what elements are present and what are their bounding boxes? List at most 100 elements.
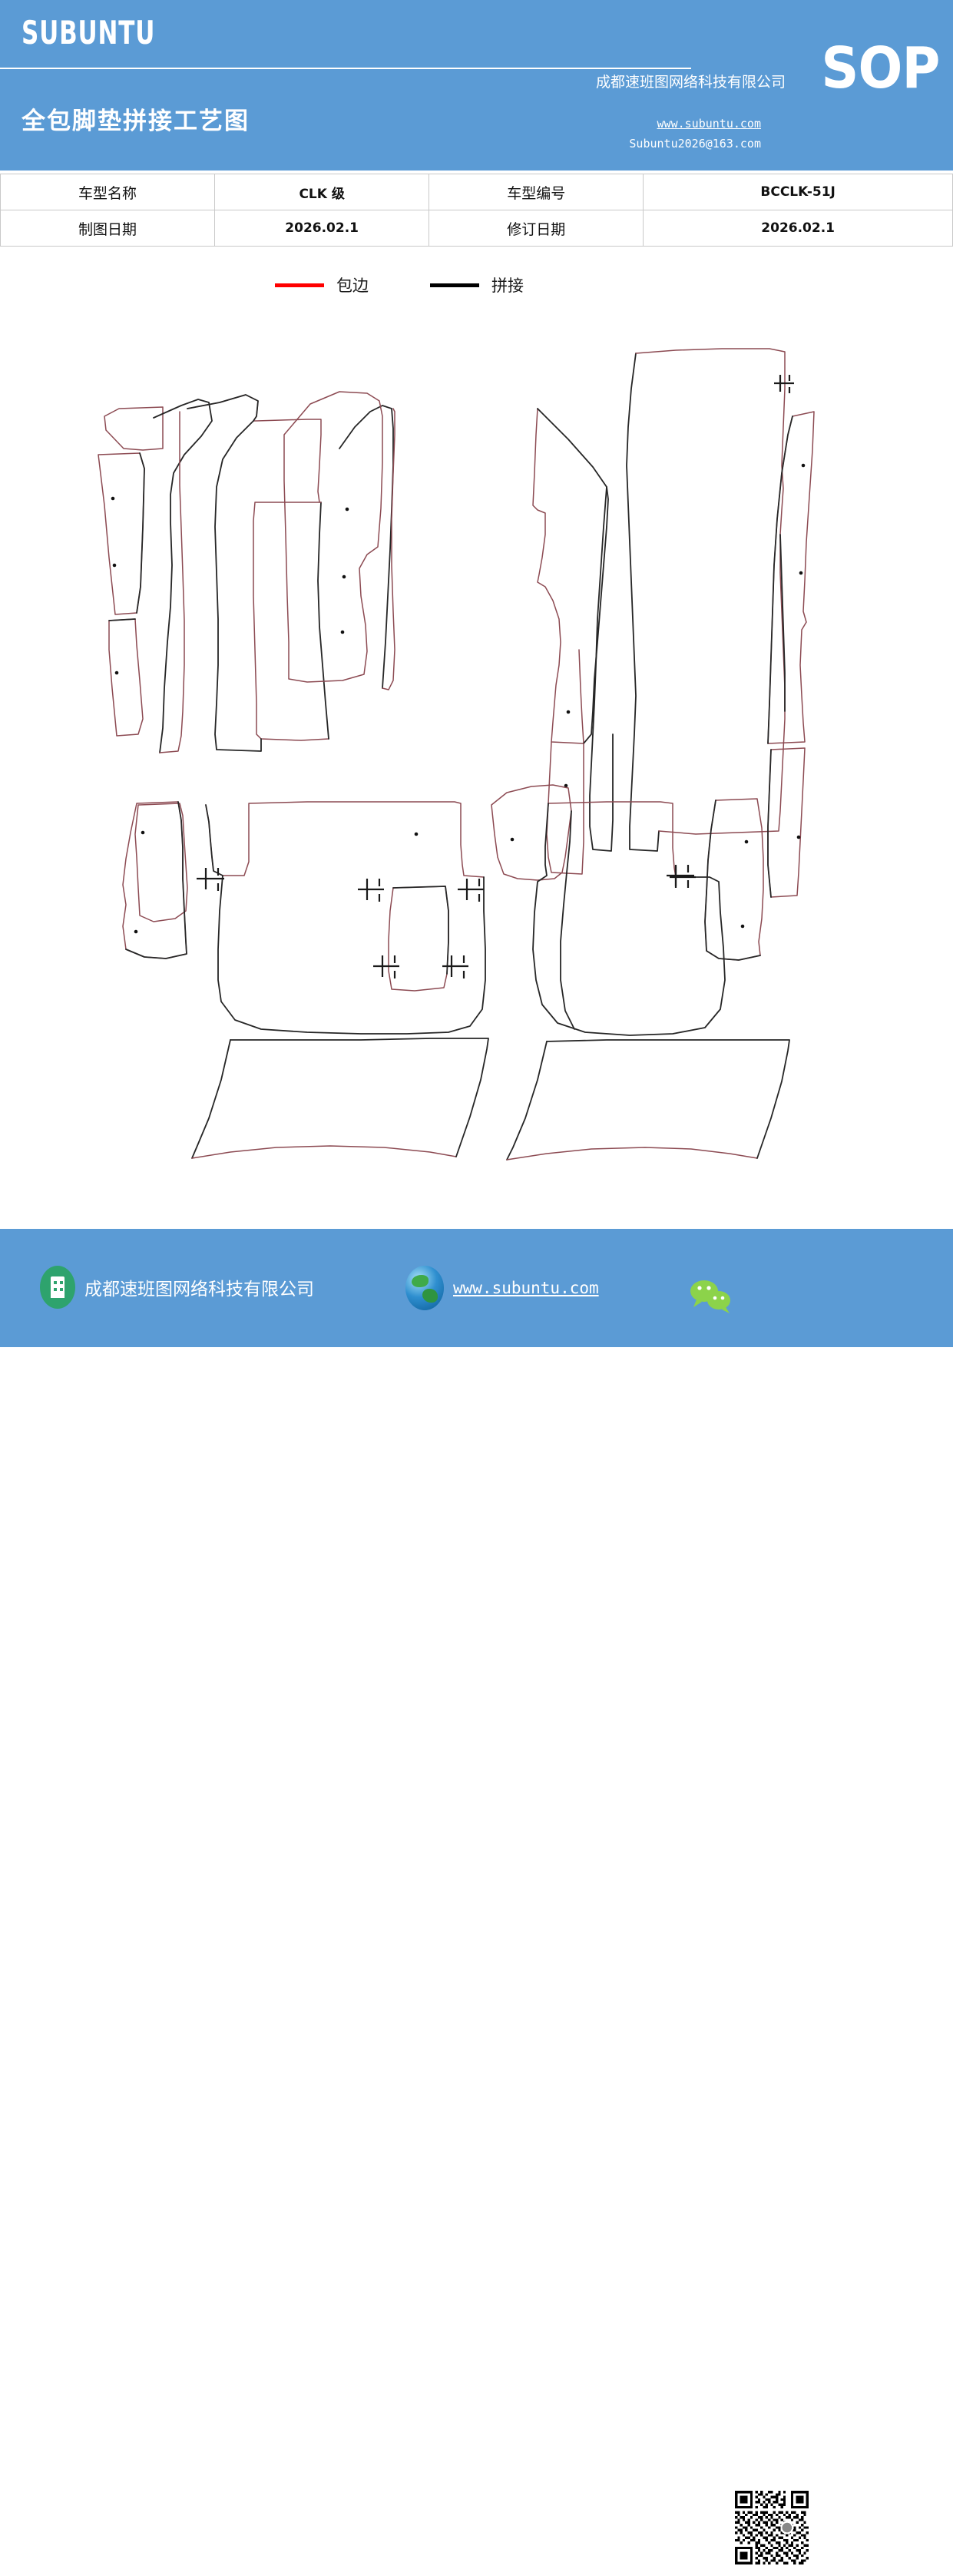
- seam-rear-right-flap-right: [546, 1039, 790, 1159]
- page-footer: 成都速班图网络科技有限公司 www.subuntu.com: [0, 1229, 953, 2576]
- piece-right-outer-lower: [546, 741, 584, 875]
- seam-rear-right-main: [532, 803, 726, 1036]
- marker-dot: [111, 496, 115, 501]
- seam-left-sill-lower: [108, 618, 136, 621]
- sop-badge: SOP: [820, 35, 940, 101]
- seam-right-tunnel: [589, 486, 614, 852]
- header-email: Subuntu2026@163.com: [629, 137, 761, 151]
- marker-dot: [112, 563, 117, 568]
- seam-tunnel-left-edge: [153, 399, 213, 753]
- seam-driver-mat-right: [317, 502, 329, 740]
- seam-rear-left-inner: [560, 810, 575, 1030]
- rear-row-mat-set: [122, 784, 790, 1161]
- marker-dot: [740, 924, 745, 929]
- piece-left-sill-lower: [108, 618, 144, 737]
- legend-label-splice: 拼接: [491, 276, 524, 295]
- footer-website-link[interactable]: www.subuntu.com: [453, 1279, 599, 1297]
- piece-rear-left-flap-bottom: [191, 1145, 457, 1159]
- cell-revision-date-label: 修订日期: [429, 210, 644, 247]
- legend-swatch-binding-icon: [275, 283, 324, 287]
- legend-swatch-splice-icon: [430, 283, 479, 287]
- piece-tunnel-inner: [159, 411, 185, 753]
- cell-revision-date-value: 2026.02.1: [643, 210, 953, 247]
- footer-company-name: 成都速班图网络科技有限公司: [84, 1280, 314, 1300]
- seam-driver-mat-left: [214, 420, 262, 752]
- piece-rear-right-flap-bottom: [506, 1147, 758, 1161]
- cell-model-code-value: BCCLK-51J: [643, 174, 953, 210]
- marker-dot: [799, 571, 803, 575]
- seam-passenger-mat-right: [779, 534, 786, 712]
- header-company-name: 成都速班图网络科技有限公司: [595, 74, 786, 91]
- header-divider: [0, 68, 691, 69]
- marker-dot: [564, 783, 568, 788]
- piece-far-right-panel: [767, 411, 815, 744]
- seam-rear-right-flap-left: [506, 1041, 548, 1161]
- marker-dot: [414, 832, 419, 836]
- page-header: SUBUNTU 全包脚垫拼接工艺图 成都速班图网络科技有限公司 www.subu…: [0, 0, 953, 171]
- piece-rear-left-inner: [491, 784, 572, 881]
- clip-marker: [197, 868, 224, 891]
- clip-marker: [373, 955, 399, 978]
- seam-right-outer-panel: [537, 408, 609, 744]
- marker-dot: [510, 837, 515, 842]
- seam-passenger-mat-left: [626, 353, 660, 852]
- wechat-icon: [690, 1280, 730, 1313]
- footer-company: 成都速班图网络科技有限公司: [40, 1266, 314, 1309]
- seam-rear-left-flap-left: [191, 1039, 231, 1159]
- brand-logo: SUBUNTU: [22, 14, 156, 51]
- marker-dot: [796, 835, 801, 839]
- pattern-drawing-svg: [98, 348, 815, 1161]
- piece-console-right: [382, 408, 395, 690]
- cell-model-name-label: 车型名称: [0, 174, 216, 210]
- qr-code: [731, 2487, 820, 2576]
- seam-far-right-panel: [767, 416, 793, 744]
- cell-draw-date-value: 2026.02.1: [214, 210, 430, 247]
- clip-marker: [670, 866, 696, 888]
- page-title: 全包脚垫拼接工艺图: [22, 108, 250, 135]
- marker-dot: [801, 463, 806, 468]
- marker-dot: [141, 830, 145, 835]
- piece-right-outer-panel: [532, 408, 584, 744]
- seam-rear-left-sill-outline: [125, 801, 187, 959]
- seam-driver-mat-top: [187, 394, 259, 422]
- cell-model-code-label: 车型编号: [429, 174, 644, 210]
- building-icon: [40, 1266, 75, 1309]
- globe-icon: [405, 1266, 444, 1310]
- header-website-link[interactable]: www.subuntu.com: [657, 117, 761, 131]
- cell-draw-date-label: 制图日期: [0, 210, 216, 247]
- marker-dot: [134, 929, 138, 934]
- marker-dot: [566, 710, 571, 714]
- marker-dot: [345, 507, 349, 512]
- legend-item-splice: 拼接: [430, 273, 524, 296]
- clip-marker: [442, 955, 468, 978]
- piece-left-kick-panel: [98, 452, 145, 615]
- front-row-left-mat-set: [98, 391, 395, 753]
- marker-dot: [114, 670, 119, 675]
- seam-rear-left-flap-right: [230, 1038, 489, 1157]
- seam-rear-far-right-sill: [704, 800, 761, 961]
- piece-rear-left-sill-outline: [122, 801, 187, 959]
- seam-rear-centre-mat: [392, 886, 449, 975]
- clip-marker: [458, 879, 484, 902]
- legend-item-binding: 包边: [275, 273, 369, 296]
- legend: 包边 拼接: [0, 273, 953, 307]
- pattern-drawing-area: [0, 304, 953, 1229]
- marker-dot: [342, 574, 346, 579]
- qr-code-image: [735, 2491, 809, 2564]
- seam-rear-left-main: [205, 804, 486, 1035]
- piece-far-right-lower: [767, 747, 806, 898]
- vehicle-info-table: 车型名称 CLK 级 车型编号 BCCLK-51J 制图日期 2026.02.1…: [0, 174, 953, 247]
- table-row: 车型名称 CLK 级 车型编号 BCCLK-51J: [0, 174, 953, 210]
- piece-rear-left-sill: [134, 803, 188, 922]
- piece-driver-mat-outline: [187, 394, 329, 741]
- footer-website[interactable]: www.subuntu.com: [405, 1266, 599, 1310]
- seam-left-kick-panel: [136, 452, 145, 614]
- clip-marker: [358, 879, 384, 902]
- seam-far-right-lower: [767, 749, 772, 898]
- clip-marker: [774, 375, 794, 393]
- piece-front-right-panel: [283, 391, 383, 683]
- cell-model-name-value: CLK 级: [214, 174, 430, 210]
- legend-label-binding: 包边: [336, 276, 369, 295]
- piece-rear-right-main-edge: [548, 801, 677, 878]
- front-row-right-mat-set: [532, 348, 815, 898]
